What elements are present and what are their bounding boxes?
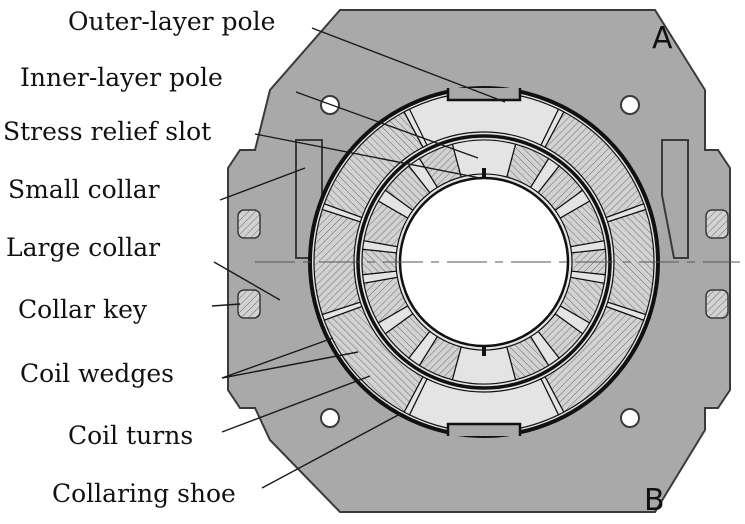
label-collar-key: Collar key: [18, 295, 148, 324]
coil-wedge: [540, 375, 565, 416]
leader-coil-wedges-b: [221, 351, 359, 379]
coil-wedge: [605, 203, 647, 223]
inner-coil-wedge: [554, 305, 591, 335]
label-large-collar: Large collar: [6, 233, 160, 262]
inner-coil-wedge: [569, 270, 606, 284]
label-collaring-shoe: Collaring shoe: [52, 479, 236, 508]
pin-hole-bottom-left: [320, 408, 340, 428]
inner-coil-wedge: [408, 157, 439, 194]
inner-layer-pole: [451, 139, 517, 178]
inner-coil-wedge: [554, 189, 591, 219]
label-small-collar: Small collar: [8, 175, 160, 204]
inner-coil-wedge: [377, 305, 414, 335]
coil-wedge: [540, 108, 565, 149]
inner-coil-wedge: [362, 240, 399, 254]
leader-outer-layer-pole: [311, 27, 506, 103]
corner-label-a: A: [652, 21, 673, 56]
label-coil-turns: Coil turns: [68, 421, 193, 450]
leader-inner-layer-pole: [295, 91, 479, 159]
collar-key-left-lower: [237, 289, 261, 319]
coil-wedge: [321, 301, 363, 321]
leader-collaring-shoe: [261, 413, 401, 489]
small-collar-right: [661, 139, 689, 259]
leader-large-collar: [213, 261, 281, 301]
leader-coil-turns: [221, 375, 371, 433]
inner-coil-wedge: [362, 270, 399, 284]
inner-coil-wedge: [408, 330, 439, 367]
leader-stress-relief-slot: [254, 133, 481, 179]
pin-hole-top-right: [620, 95, 640, 115]
inner-coil-wedge: [377, 189, 414, 219]
leader-small-collar: [219, 167, 306, 201]
bottom-notch: [446, 422, 522, 436]
coil-wedge: [321, 203, 363, 223]
label-inner-layer-pole: Inner-layer pole: [20, 63, 223, 92]
label-stress-relief-slot: Stress relief slot: [3, 117, 211, 146]
pin-hole-bottom-right: [620, 408, 640, 428]
leader-collar-key: [211, 303, 241, 307]
corner-label-b: B: [644, 483, 665, 518]
label-outer-layer-pole: Outer-layer pole: [68, 7, 275, 36]
coil-wedge: [403, 375, 428, 416]
label-coil-wedges: Coil wedges: [20, 359, 174, 388]
inner-coil-wedge: [569, 240, 606, 254]
inner-coil-wedge: [529, 157, 560, 194]
inner-layer-pole: [451, 346, 517, 385]
collar-key-right-lower: [705, 289, 729, 319]
coil-wedge: [605, 301, 647, 321]
inner-coil-layer: [361, 139, 607, 385]
inner-coil-wedge: [529, 330, 560, 367]
collar-key-left-upper: [237, 209, 261, 239]
leader-coil-wedges-a: [221, 337, 334, 379]
collar-key-right-upper: [705, 209, 729, 239]
